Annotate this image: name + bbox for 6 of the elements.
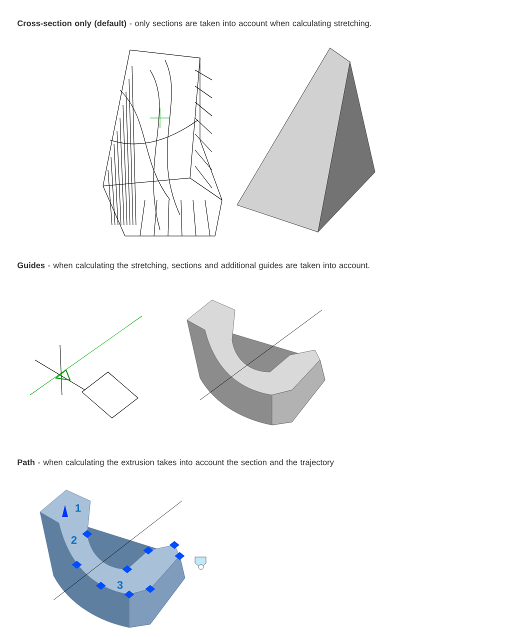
description-text: Path - when calculating the extrusion takes into account the section and the trajectory xyxy=(18,459,334,467)
callout-number: 2 xyxy=(71,536,77,544)
callout-number: 1 xyxy=(76,504,81,512)
description-text: Guides - when calculating the stretching, sections and additional guides are taken into account. xyxy=(18,262,370,270)
callout-number: 3 xyxy=(117,581,123,589)
description-text: Cross-section only (default) - only sections are taken into account when calculating stretching. xyxy=(18,20,371,28)
